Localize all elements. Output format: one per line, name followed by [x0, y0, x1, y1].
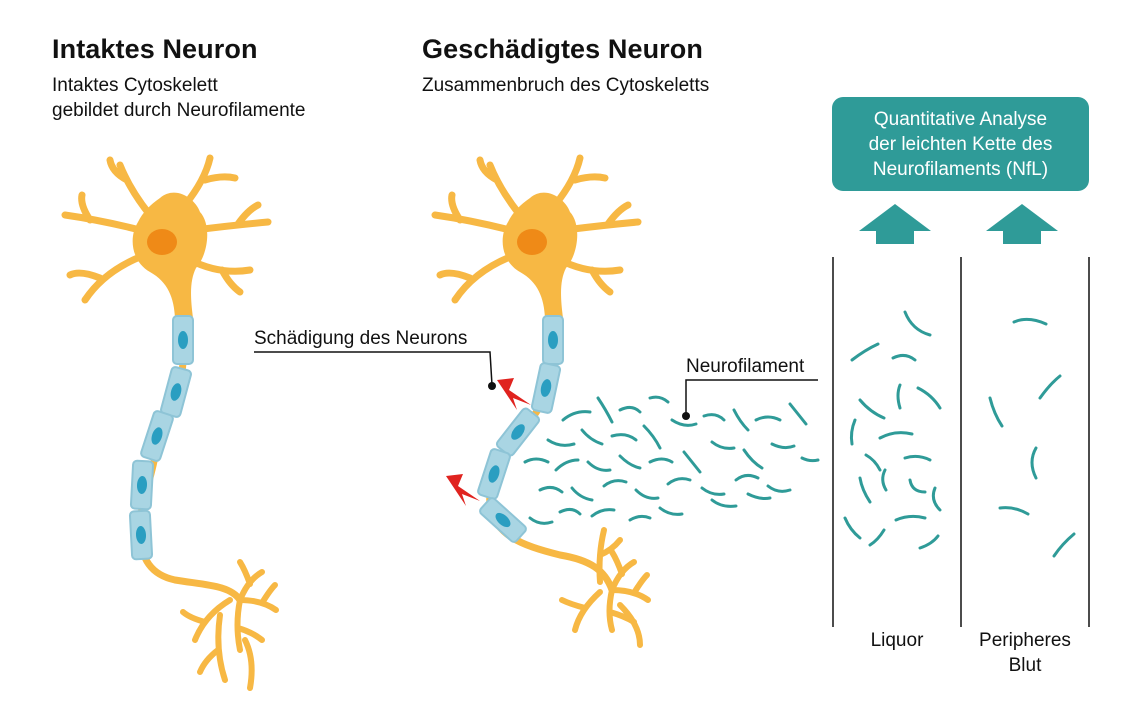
neurofilament-cloud: [523, 395, 820, 525]
damaged-nucleus: [517, 229, 547, 255]
intact-subtitle-line-2: gebildet durch Neurofilamente: [52, 100, 306, 121]
damaged-neuron: [431, 154, 651, 648]
damaged-axon-terminals: [559, 527, 651, 648]
callout-damage-label: Schädigung des Neurons: [254, 328, 468, 349]
analysis-line-2: der leichten Kette des: [868, 133, 1053, 155]
intact-neuron-subtitle: Intaktes Cytoskelett gebildet durch Neur…: [52, 73, 306, 123]
myelin-sheath: [495, 407, 541, 457]
nfl-analysis-box: Quantitative Analyse der leichten Kette …: [832, 97, 1089, 191]
lightning-bolt-upper: [497, 378, 531, 410]
myelin-sheath: [128, 509, 154, 561]
callout-neurofilament-line: [682, 379, 818, 420]
damaged-neuron-title: Geschädigtes Neuron: [422, 34, 703, 64]
intact-neuron-title: Intaktes Neuron: [52, 34, 258, 64]
damaged-neuron-subtitle: Zusammenbruch des Cytoskeletts: [422, 75, 710, 96]
column-label-blood: Peripheres Blut: [961, 628, 1089, 678]
intact-myelin-sheaths: [128, 315, 194, 561]
analysis-line-3: Neurofilaments (NfL): [872, 158, 1049, 180]
myelin-sheath: [160, 366, 192, 418]
damaged-soma: [502, 192, 578, 318]
myelin-sheath: [129, 459, 155, 511]
myelin-sheath: [140, 410, 174, 462]
myelin-sheath: [542, 315, 564, 365]
myelin-sheath: [477, 448, 511, 500]
blood-filaments: [988, 317, 1076, 558]
analysis-line-1: Quantitative Analyse: [873, 108, 1048, 130]
intact-subtitle-line-1: Intaktes Cytoskelett: [52, 75, 218, 96]
lightning-bolt-lower: [446, 474, 480, 506]
blood-label-line-1: Peripheres: [979, 630, 1071, 651]
intact-soma: [132, 192, 208, 318]
intact-nucleus: [147, 229, 177, 255]
blood-label-line-2: Blut: [1008, 655, 1042, 676]
column-label-csf: Liquor: [870, 630, 924, 651]
intact-axon-terminals: [180, 559, 279, 691]
csf-filaments: [843, 310, 942, 550]
callout-damage-line: [254, 351, 496, 390]
column-dividers: [832, 257, 1090, 627]
arrow-up-csf-icon: [859, 204, 931, 244]
arrow-up-blood-icon: [986, 204, 1058, 244]
lightning-bolt: [446, 378, 531, 506]
myelin-sheath: [479, 497, 527, 543]
callout-neurofilament-label: Neurofilament: [686, 356, 805, 377]
damaged-myelin-sheaths: [477, 315, 564, 543]
myelin-sheath: [530, 362, 562, 414]
intact-neuron: [61, 154, 279, 691]
myelin-sheath: [172, 315, 194, 365]
